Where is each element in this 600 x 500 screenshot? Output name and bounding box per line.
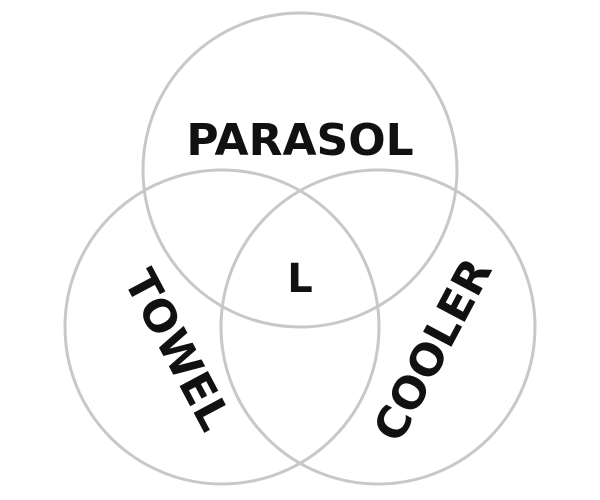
circle-cooler	[219, 168, 537, 486]
circle-towel	[63, 168, 381, 486]
label-parasol: PARASOL	[186, 115, 413, 166]
label-cooler: COOLER	[364, 250, 502, 450]
center-label: L	[287, 256, 313, 302]
circle-parasol	[141, 11, 459, 329]
label-towel: TOWEL	[113, 261, 240, 439]
